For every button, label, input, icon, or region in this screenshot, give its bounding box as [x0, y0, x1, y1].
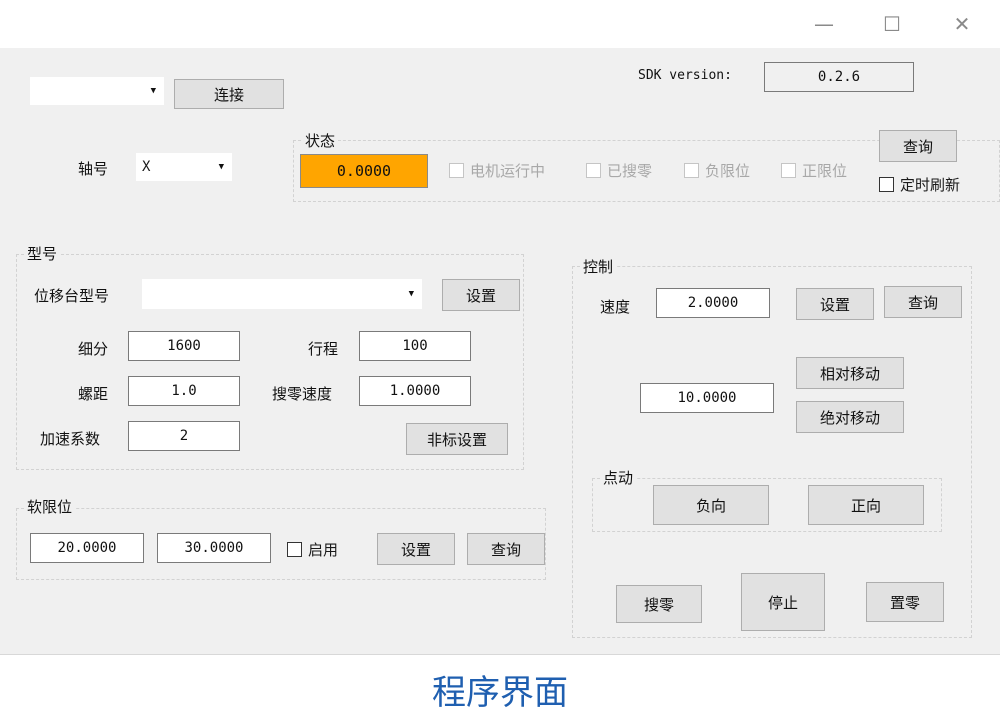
- pitch-input[interactable]: 1.0: [128, 376, 240, 406]
- speed-label: 速度: [600, 298, 631, 316]
- nonstandard-settings-button[interactable]: 非标设置: [406, 423, 508, 455]
- soft-limit-set-button[interactable]: 设置: [377, 533, 455, 565]
- relative-move-button[interactable]: 相对移动: [796, 357, 904, 389]
- accel-label: 加速系数: [40, 430, 101, 448]
- model-set-button[interactable]: 设置: [442, 279, 520, 311]
- position-readout: 0.0000: [300, 154, 428, 188]
- axis-label: 轴号: [78, 160, 109, 178]
- axis-value: X: [142, 159, 151, 175]
- auto-refresh-checkbox[interactable]: 定时刷新: [879, 174, 960, 195]
- stage-model-label: 位移台型号: [34, 287, 110, 305]
- speed-query-button[interactable]: 查询: [884, 286, 962, 318]
- model-group: [16, 254, 524, 470]
- absolute-move-button[interactable]: 绝对移动: [796, 401, 904, 433]
- model-group-title: 型号: [24, 243, 61, 264]
- status-group-title: 状态: [302, 130, 339, 151]
- stage-model-select[interactable]: ▼: [142, 279, 422, 309]
- jog-negative-button[interactable]: 负向: [653, 485, 769, 525]
- sdk-version-field: 0.2.6: [764, 62, 914, 92]
- distance-input[interactable]: 10.0000: [640, 383, 774, 413]
- minimize-button[interactable]: —: [796, 4, 852, 44]
- connect-button[interactable]: 连接: [174, 79, 284, 109]
- homed-indicator: 已搜零: [586, 160, 652, 181]
- jog-group-title: 点动: [600, 467, 637, 488]
- subdivision-label: 细分: [78, 340, 109, 358]
- soft-limit-group: [16, 508, 546, 580]
- close-button[interactable]: ✕: [934, 4, 990, 44]
- motor-running-indicator: 电机运行中: [449, 160, 545, 181]
- pos-limit-indicator: 正限位: [781, 160, 847, 181]
- travel-label: 行程: [308, 340, 339, 358]
- chevron-down-icon: ▼: [218, 162, 224, 172]
- home-speed-input[interactable]: 1.0000: [359, 376, 471, 406]
- soft-limit-min-input[interactable]: 20.0000: [30, 533, 144, 563]
- soft-limit-query-button[interactable]: 查询: [467, 533, 545, 565]
- control-group: [572, 266, 972, 638]
- port-select[interactable]: ▼: [30, 77, 164, 105]
- soft-limit-max-input[interactable]: 30.0000: [157, 533, 271, 563]
- home-speed-label: 搜零速度: [272, 385, 333, 403]
- speed-input[interactable]: 2.0000: [656, 288, 770, 318]
- neg-limit-indicator: 负限位: [684, 160, 750, 181]
- accel-input[interactable]: 2: [128, 421, 240, 451]
- soft-limit-group-title: 软限位: [24, 496, 76, 517]
- figure-caption: 程序界面: [432, 673, 568, 713]
- maximize-icon: ☐: [883, 12, 901, 36]
- subdivision-input[interactable]: 1600: [128, 331, 240, 361]
- minimize-icon: —: [814, 12, 834, 36]
- sdk-version-label: SDK version:: [638, 68, 732, 83]
- soft-limit-enable-checkbox[interactable]: 启用: [287, 539, 338, 560]
- title-bar: — ☐ ✕: [0, 0, 1000, 48]
- speed-set-button[interactable]: 设置: [796, 288, 874, 320]
- chevron-down-icon: ▼: [150, 86, 156, 96]
- close-icon: ✕: [953, 12, 971, 36]
- jog-group: [592, 478, 942, 532]
- chevron-down-icon: ▼: [408, 289, 414, 299]
- pitch-label: 螺距: [78, 385, 109, 403]
- travel-input[interactable]: 100: [359, 331, 471, 361]
- axis-select[interactable]: X ▼: [136, 153, 232, 181]
- control-group-title: 控制: [580, 256, 617, 277]
- maximize-button[interactable]: ☐: [864, 4, 920, 44]
- status-query-button[interactable]: 查询: [879, 130, 957, 162]
- home-button[interactable]: 搜零: [616, 585, 702, 623]
- set-zero-button[interactable]: 置零: [866, 582, 944, 622]
- jog-positive-button[interactable]: 正向: [808, 485, 924, 525]
- stop-button[interactable]: 停止: [741, 573, 825, 631]
